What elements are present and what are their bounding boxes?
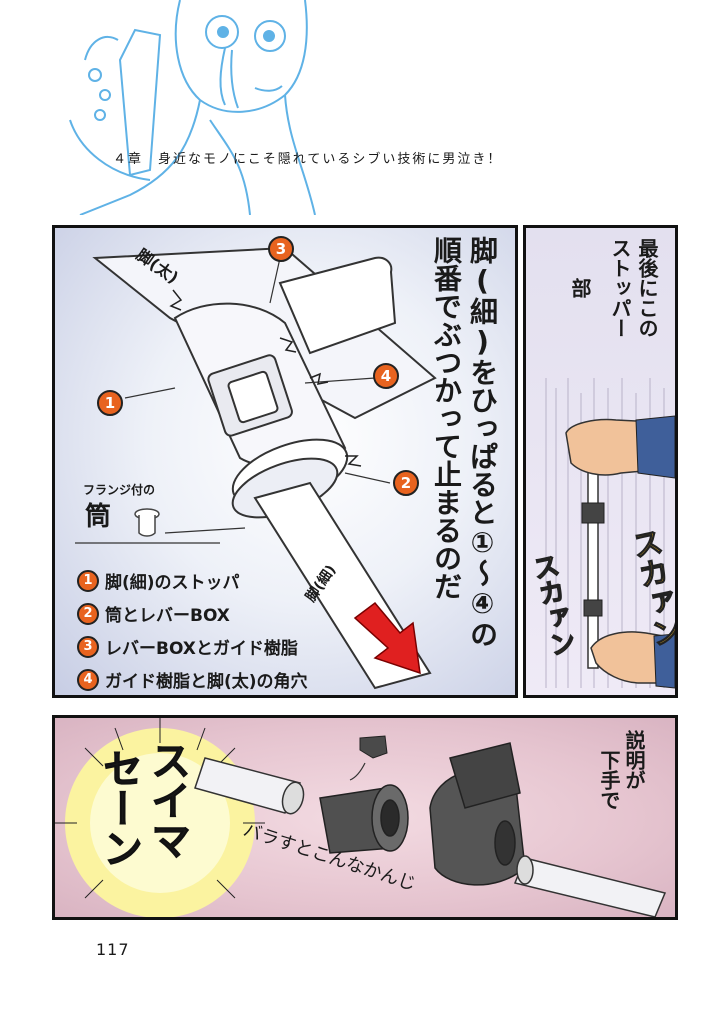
caption-line-1: 最後にこの	[635, 238, 659, 338]
legend-item: 1 脚(細)のストッパ	[77, 568, 308, 593]
legend-item: 4 ガイド樹脂と脚(太)の角穴	[77, 667, 308, 692]
label-flange: フランジ付の	[83, 483, 156, 497]
legend-badge: 2	[77, 602, 99, 625]
legend-text: 筒とレバーBOX	[105, 606, 230, 626]
panel-disassembled-parts: スイマ セーン バラすとこんなかんじ 説明が 下手で	[52, 715, 678, 920]
speed-lines-and-hands	[545, 378, 675, 689]
page-number: 117	[96, 940, 130, 959]
legend-badge: 1	[77, 569, 99, 592]
panel-mechanism-diagram: 脚(太) 脚(細) フランジ付の 筒 3 4 1 2 脚(細)をひっぱると①〜④…	[52, 225, 518, 698]
legend-item: 3 レバーBOXとガイド樹脂	[77, 634, 308, 659]
narration-line-1: 脚(細)をひっぱると①〜④の	[466, 236, 499, 648]
narration-line-2: 順番でぶつかって止まるのだ	[430, 236, 463, 600]
shout-line-1: スイマ	[144, 740, 191, 861]
character-sketch	[69, 0, 316, 215]
pull-direction-arrow	[353, 601, 421, 675]
legend-text: 脚(細)のストッパ	[105, 573, 240, 593]
badge-3: 3	[268, 236, 294, 262]
side-note-line-2: 下手で	[597, 750, 621, 810]
legend-badge: 4	[77, 668, 99, 691]
label-tube: 筒	[85, 502, 112, 532]
legend-text: ガイド樹脂と脚(太)の角穴	[105, 672, 308, 692]
panel-stopper-hands: 最後にこの ストッパー 部 スカァン スカァン	[523, 225, 678, 698]
caption-line-3: 部	[568, 278, 592, 298]
badge-4: 4	[373, 363, 399, 389]
tripod-leg-illustration	[75, 246, 437, 690]
badge-1: 1	[97, 390, 123, 416]
legend-item: 2 筒とレバーBOX	[77, 601, 308, 626]
badge-2: 2	[393, 470, 419, 496]
legend-list: 1 脚(細)のストッパ 2 筒とレバーBOX 3 レバーBOXとガイド樹脂 4 …	[77, 568, 308, 692]
chapter-header: ４章 身近なモノにこそ隠れているシブい技術に男泣き！	[113, 152, 503, 167]
legend-badge: 3	[77, 635, 99, 658]
legend-text: レバーBOXとガイド樹脂	[105, 639, 298, 659]
caption-line-2: ストッパー	[608, 238, 632, 338]
parts-illustration	[55, 718, 667, 917]
shout-line-2: セーン	[96, 748, 143, 869]
side-note-line-1: 説明が	[622, 730, 646, 790]
